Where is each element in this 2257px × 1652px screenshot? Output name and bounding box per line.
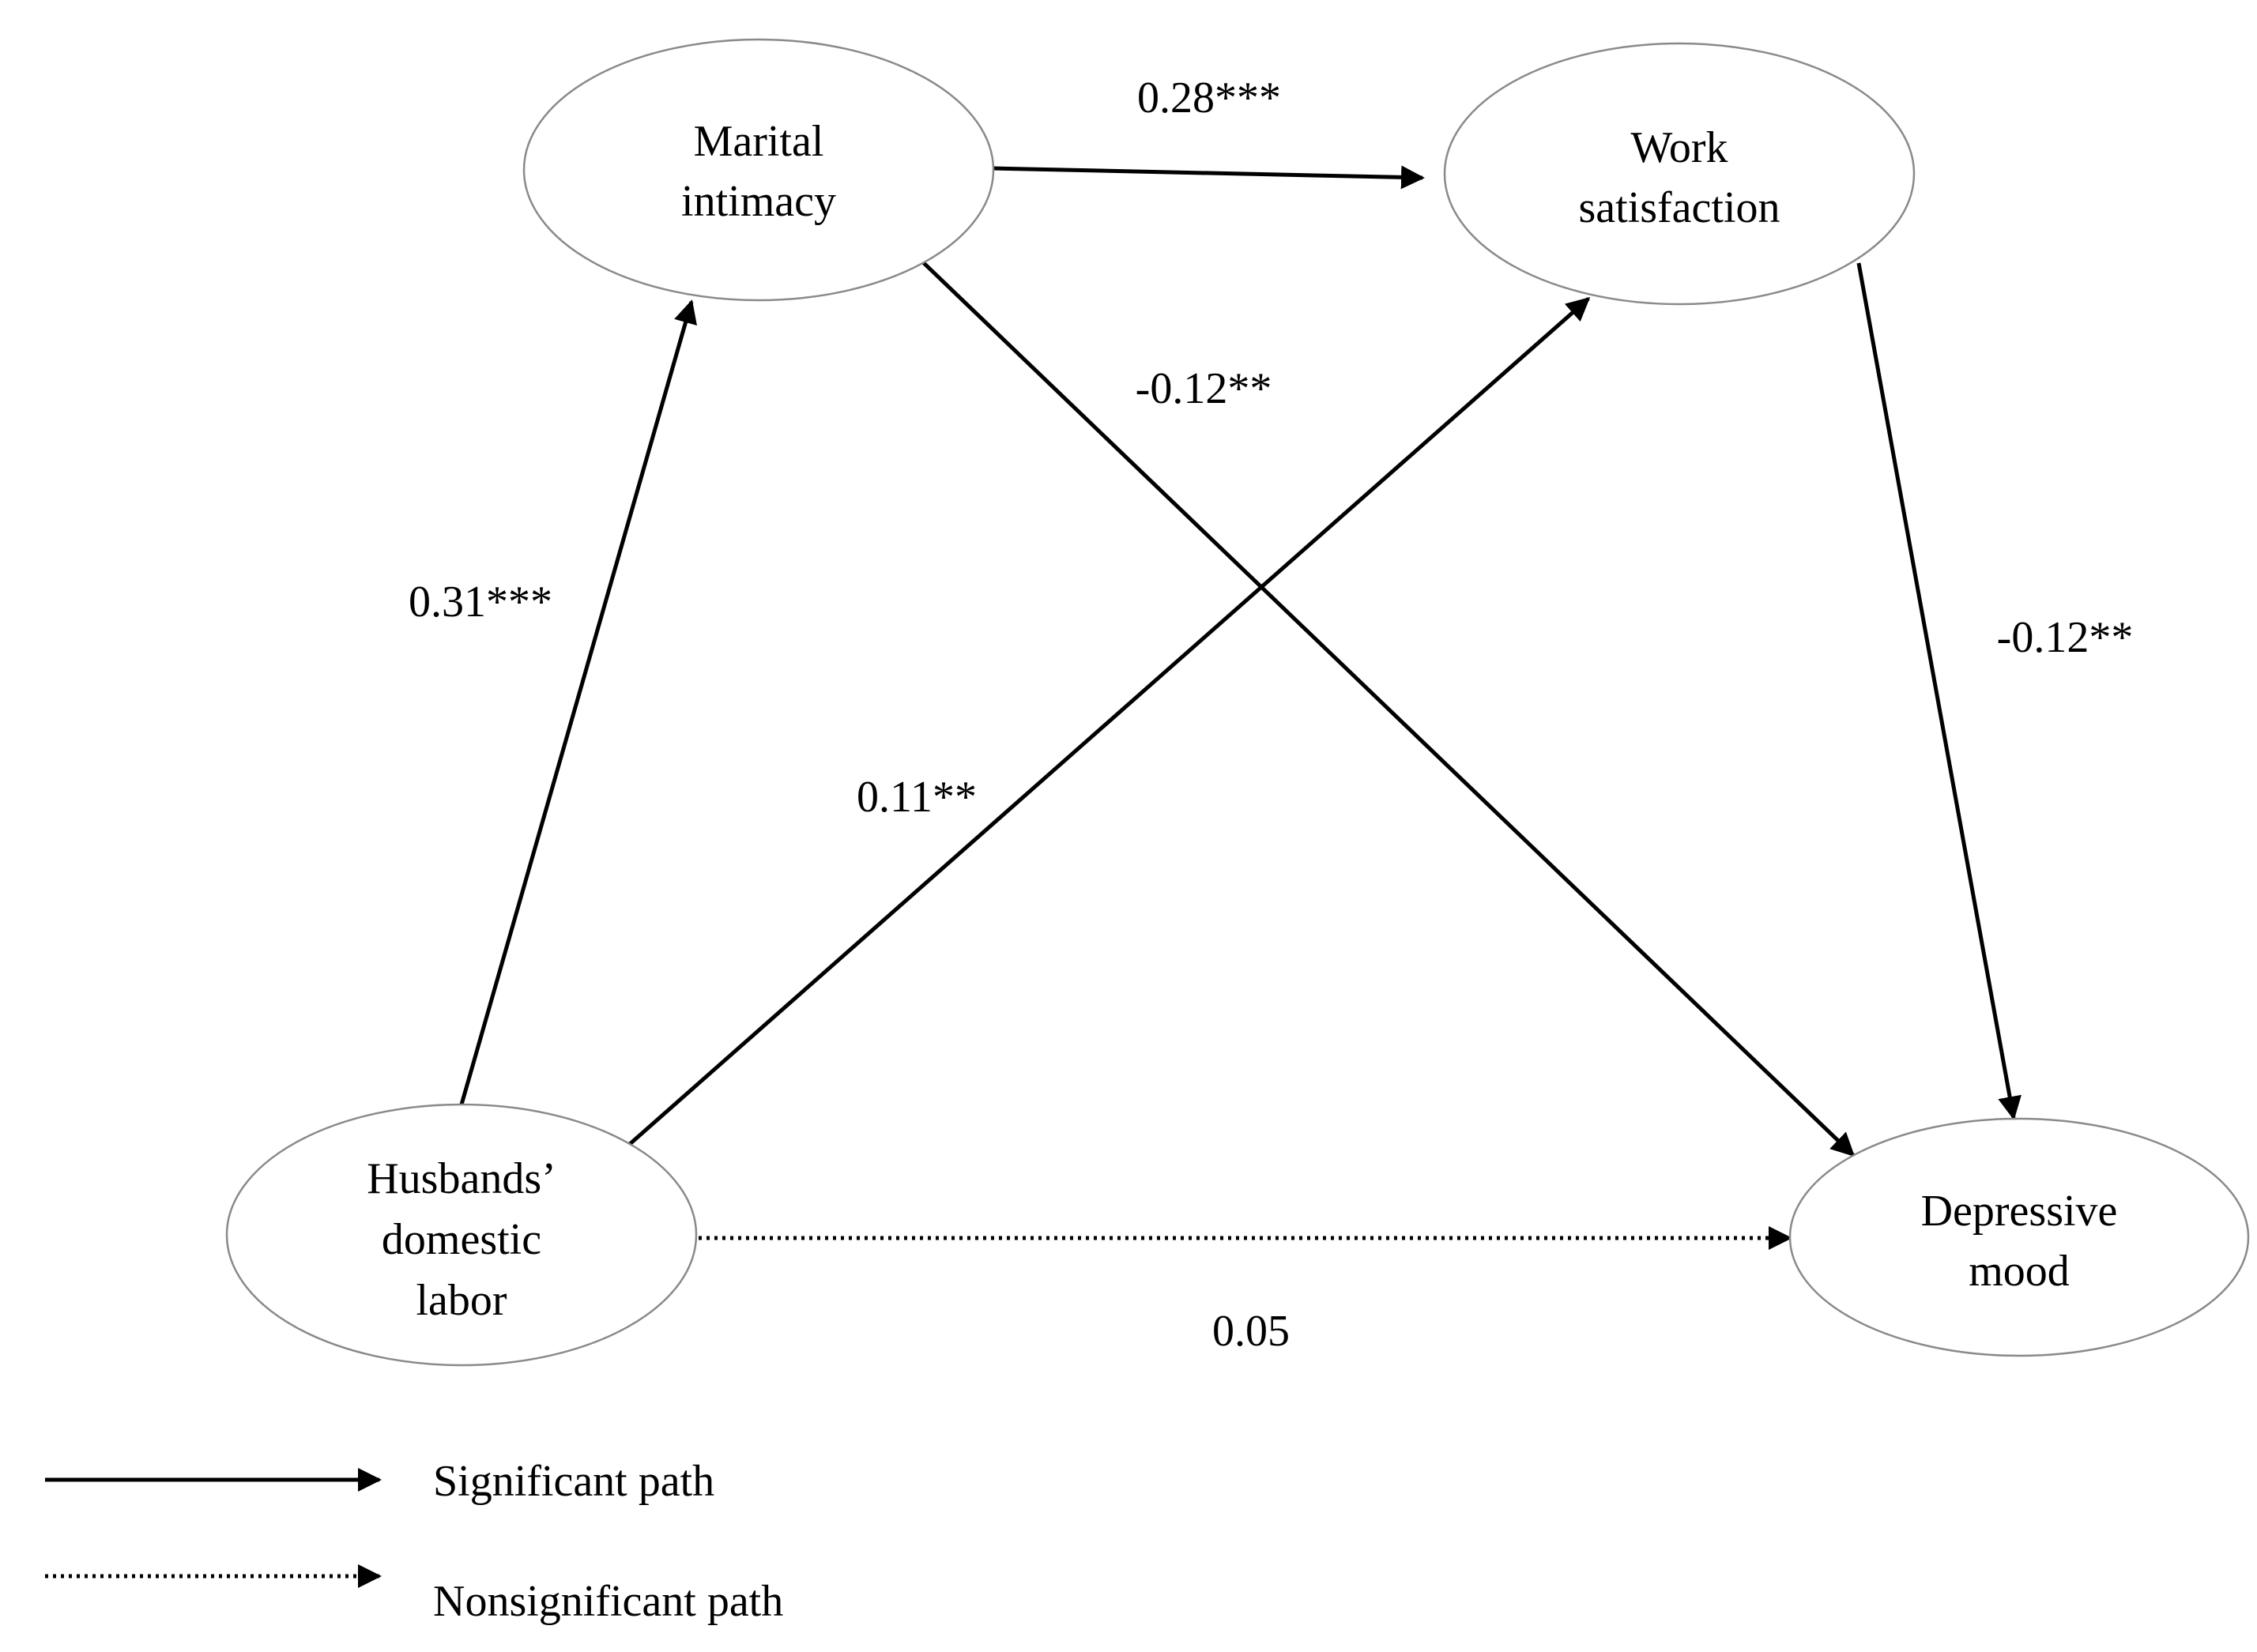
node-husbands-domestic-labor: Husbands’ domestic labor	[225, 1103, 698, 1367]
legend-nonsignificant-label: Nonsignificant path	[433, 1577, 783, 1626]
path-work-to-depressive	[1856, 262, 2022, 1120]
path-husbands-to-marital	[459, 299, 697, 1105]
node-marital-intimacy: Marital intimacy	[522, 38, 995, 302]
coef-husbands-to-work: 0.11**	[857, 773, 977, 822]
node-label-line: labor	[416, 1276, 507, 1325]
coef-marital-to-work: 0.28***	[1137, 73, 1281, 122]
node-label-line: mood	[1969, 1247, 2070, 1296]
coef-work-to-depressive: -0.12**	[1997, 613, 2134, 662]
node-label-line: satisfaction	[1578, 183, 1780, 232]
node-depressive-mood: Depressive mood	[1788, 1117, 2250, 1357]
path-marital-to-work	[991, 165, 1425, 190]
coef-marital-to-depressive: -0.12**	[1136, 364, 1272, 413]
node-work-satisfaction: Work satisfaction	[1443, 42, 1916, 306]
coef-husbands-to-depressive: 0.05	[1212, 1307, 1290, 1356]
path-husbands-to-work	[628, 297, 1591, 1146]
path-marital-to-depressive	[921, 261, 1856, 1157]
coef-husbands-to-marital: 0.31***	[409, 578, 552, 627]
node-label-line: Depressive	[1921, 1187, 2118, 1236]
legend: Significant path Nonsignificant path	[45, 1457, 783, 1626]
node-label-line: intimacy	[681, 177, 836, 226]
node-label-line: domestic	[382, 1215, 541, 1264]
node-label-line: Husbands’	[367, 1154, 556, 1203]
legend-significant-label: Significant path	[433, 1457, 714, 1506]
node-label-line: Work	[1630, 123, 1728, 172]
node-label-line: Marital	[694, 117, 824, 166]
